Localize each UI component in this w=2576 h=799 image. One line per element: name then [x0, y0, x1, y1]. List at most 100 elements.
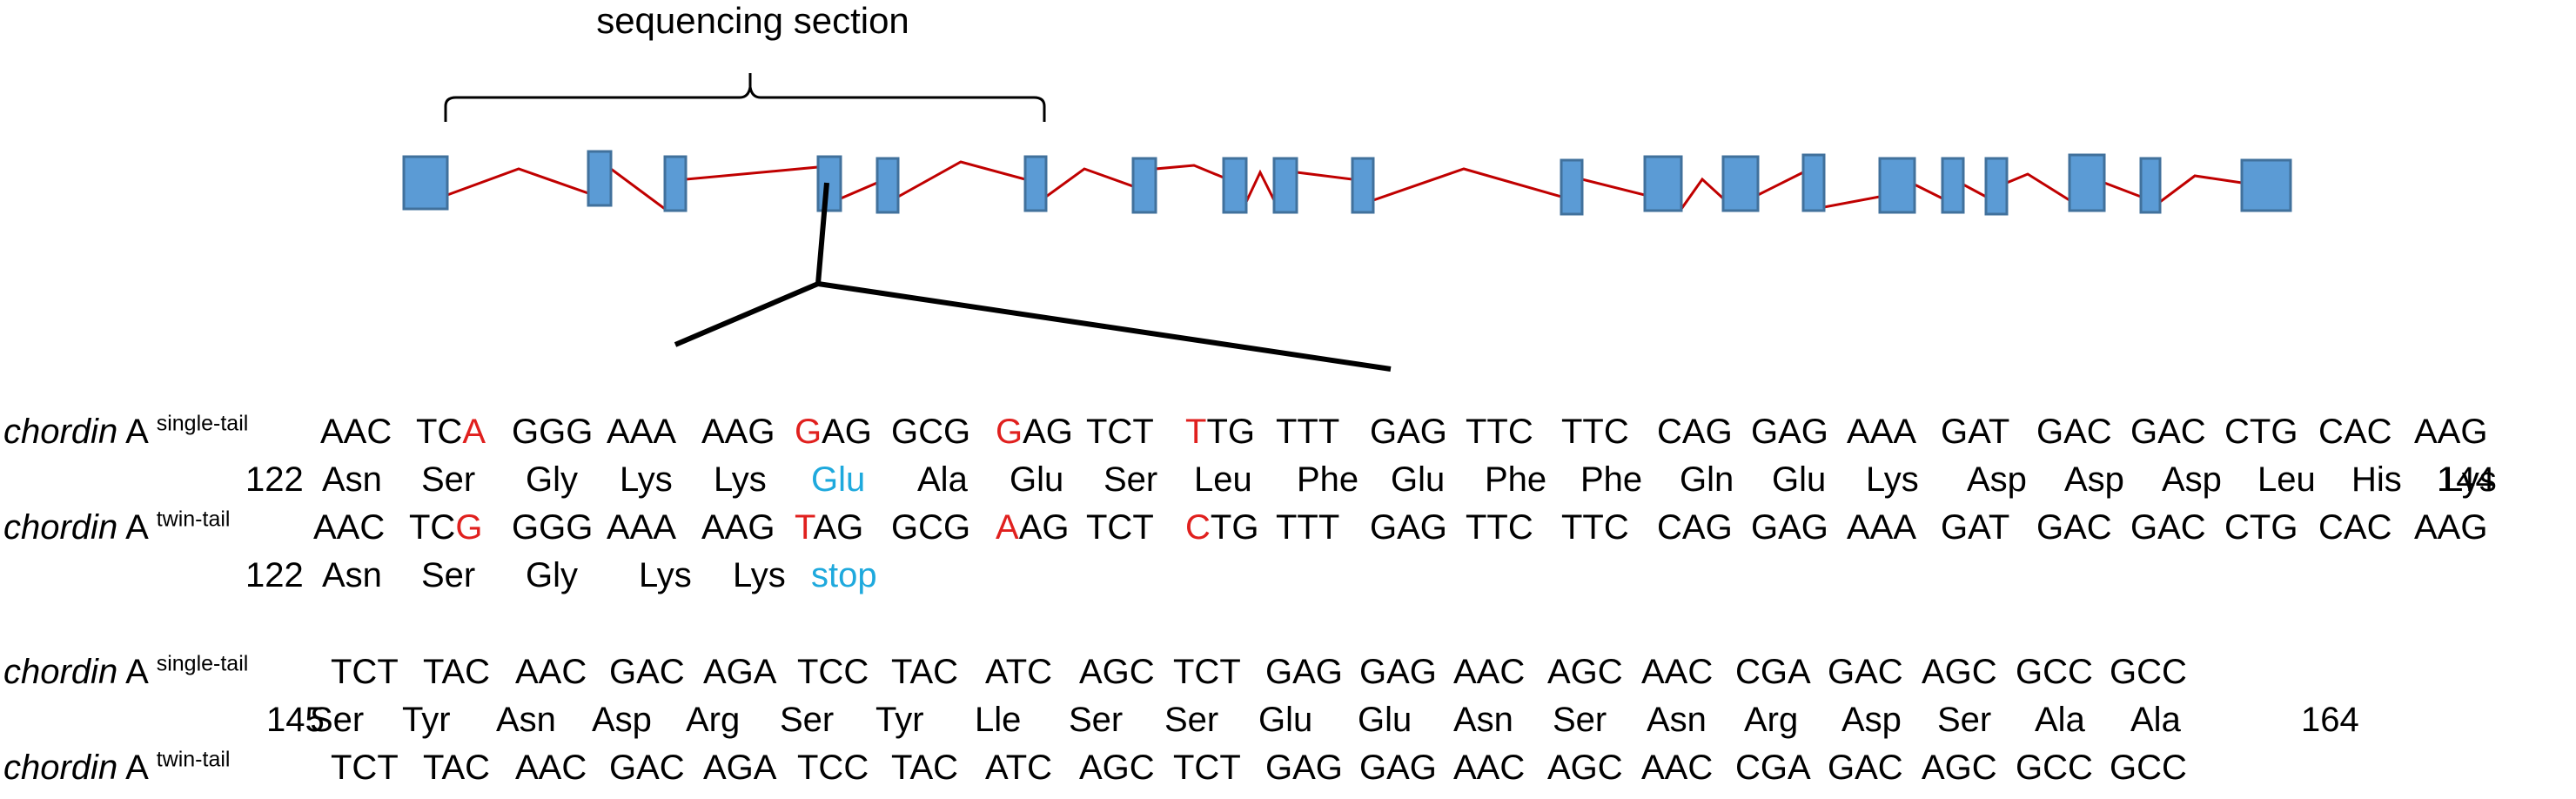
- codon: AGA: [703, 653, 777, 691]
- intron-line: [446, 160, 2243, 212]
- amino-acid: Lys: [2444, 460, 2497, 499]
- codon: TAC: [423, 653, 491, 691]
- codon: AAC: [515, 749, 587, 787]
- amino-acid: Ser: [1937, 701, 1992, 739]
- amino-acid: Ser: [310, 701, 365, 739]
- amino-acid: Phe: [1580, 460, 1643, 499]
- amino-acid: Leu: [1194, 460, 1252, 499]
- amino-acid: Asp: [2064, 460, 2124, 499]
- exon-box: [2068, 153, 2106, 212]
- amino-acid: Tyr: [402, 701, 451, 739]
- amino-acid: Ser: [421, 460, 476, 499]
- codon: AAG: [2414, 413, 2488, 451]
- codon: TTC: [1466, 508, 1533, 547]
- codon-part: TG: [1206, 413, 1255, 451]
- codon: GAC: [1828, 749, 1903, 787]
- codon: AGC: [1547, 749, 1623, 787]
- codon: AAG: [2414, 508, 2488, 547]
- amino-acid: Glu: [1010, 460, 1064, 499]
- codon: CTG: [2224, 508, 2298, 547]
- codon: GAC: [2036, 508, 2112, 547]
- sequencing-section-bracket: [444, 73, 1046, 122]
- amino-acid: Gly: [526, 460, 578, 499]
- amino-acid: Asp: [1841, 701, 1902, 739]
- gene-label: chordin A twin-tail: [3, 507, 231, 547]
- codon: GAG: [996, 411, 1073, 453]
- codon: AGC: [1079, 653, 1155, 691]
- codon: GAC: [2130, 508, 2206, 547]
- mutated-base: G: [455, 508, 483, 547]
- mutated-base: T: [795, 508, 814, 547]
- aa-start-number: 122: [245, 556, 304, 594]
- amino-acid: Lys: [1866, 460, 1919, 499]
- codon: TAG: [795, 507, 863, 548]
- codon: AGC: [1547, 653, 1623, 691]
- amino-acid: Asn: [496, 701, 556, 739]
- codon: GAC: [1828, 653, 1903, 691]
- amino-acid: Arg: [1744, 701, 1799, 739]
- codon: GAG: [1359, 749, 1437, 787]
- amino-acid: Glu: [1258, 701, 1313, 739]
- amino-acid: Tyr: [875, 701, 924, 739]
- amino-acid: Ser: [1553, 701, 1607, 739]
- mutated-base: G: [996, 413, 1023, 451]
- codon: ATC: [985, 653, 1053, 691]
- codon: TCT: [1173, 653, 1241, 691]
- amino-acid: Ser: [1104, 460, 1158, 499]
- codon: TCT: [331, 749, 399, 787]
- codon: AGC: [1922, 749, 1997, 787]
- amino-acid: Glu: [1772, 460, 1827, 499]
- codon: GCG: [891, 413, 971, 451]
- amino-acid: stop: [811, 556, 877, 594]
- aa-start-number: 122: [245, 460, 304, 499]
- codon: TTG: [1185, 411, 1255, 453]
- codon: AGA: [703, 749, 777, 787]
- exon-box: [1878, 157, 1916, 214]
- amino-acid: Ser: [1069, 701, 1124, 739]
- codon: CAC: [2318, 508, 2392, 547]
- codon: AAC: [320, 413, 392, 451]
- codon: AGC: [1079, 749, 1155, 787]
- codon: ATC: [985, 749, 1053, 787]
- codon: GGG: [512, 508, 594, 547]
- codon: GAT: [1941, 413, 2010, 451]
- codon: AAA: [607, 413, 677, 451]
- gene-structure-diagram: sequencing section: [402, 0, 2292, 372]
- exon-box: [1984, 157, 2009, 216]
- amino-acid: Lys: [733, 556, 786, 594]
- amino-acid: Glu: [1391, 460, 1446, 499]
- aa-end-number: 144: [2437, 460, 2495, 499]
- codon: GAG: [1751, 413, 1828, 451]
- exon-box: [2240, 158, 2292, 212]
- zoom-lines: [674, 182, 829, 347]
- codon: CTG: [2224, 413, 2298, 451]
- exon-box: [1801, 153, 1826, 212]
- codon: CTG: [1185, 507, 1258, 548]
- amino-acid: Ala: [917, 460, 968, 499]
- codon: CAG: [1657, 508, 1733, 547]
- gene-label: chordin A single-tail: [3, 411, 249, 451]
- amino-acid: Phe: [1297, 460, 1359, 499]
- mutated-base: C: [1185, 508, 1211, 547]
- amino-acid: Lle: [975, 701, 1022, 739]
- codon: TCC: [797, 653, 869, 691]
- codon: CAC: [2318, 413, 2392, 451]
- codon: TCC: [797, 749, 869, 787]
- amino-acid: Phe: [1485, 460, 1547, 499]
- codon: GAG: [1370, 508, 1447, 547]
- amino-acid: Lys: [639, 556, 692, 594]
- exon-box: [816, 155, 842, 212]
- codon-part: TC: [409, 508, 456, 547]
- amino-acid: Ser: [780, 701, 835, 739]
- codon: AAC: [515, 653, 587, 691]
- aa-end-number: 164: [2301, 701, 2359, 739]
- exon-box: [1643, 155, 1683, 212]
- codon: GAG: [795, 411, 872, 453]
- amino-acid: Gln: [1680, 460, 1734, 499]
- amino-acid: His: [2351, 460, 2402, 499]
- codon: AAG: [701, 508, 775, 547]
- codon: CGA: [1735, 749, 1811, 787]
- exon-box: [1131, 157, 1157, 214]
- amino-acid: Glu: [1358, 701, 1412, 739]
